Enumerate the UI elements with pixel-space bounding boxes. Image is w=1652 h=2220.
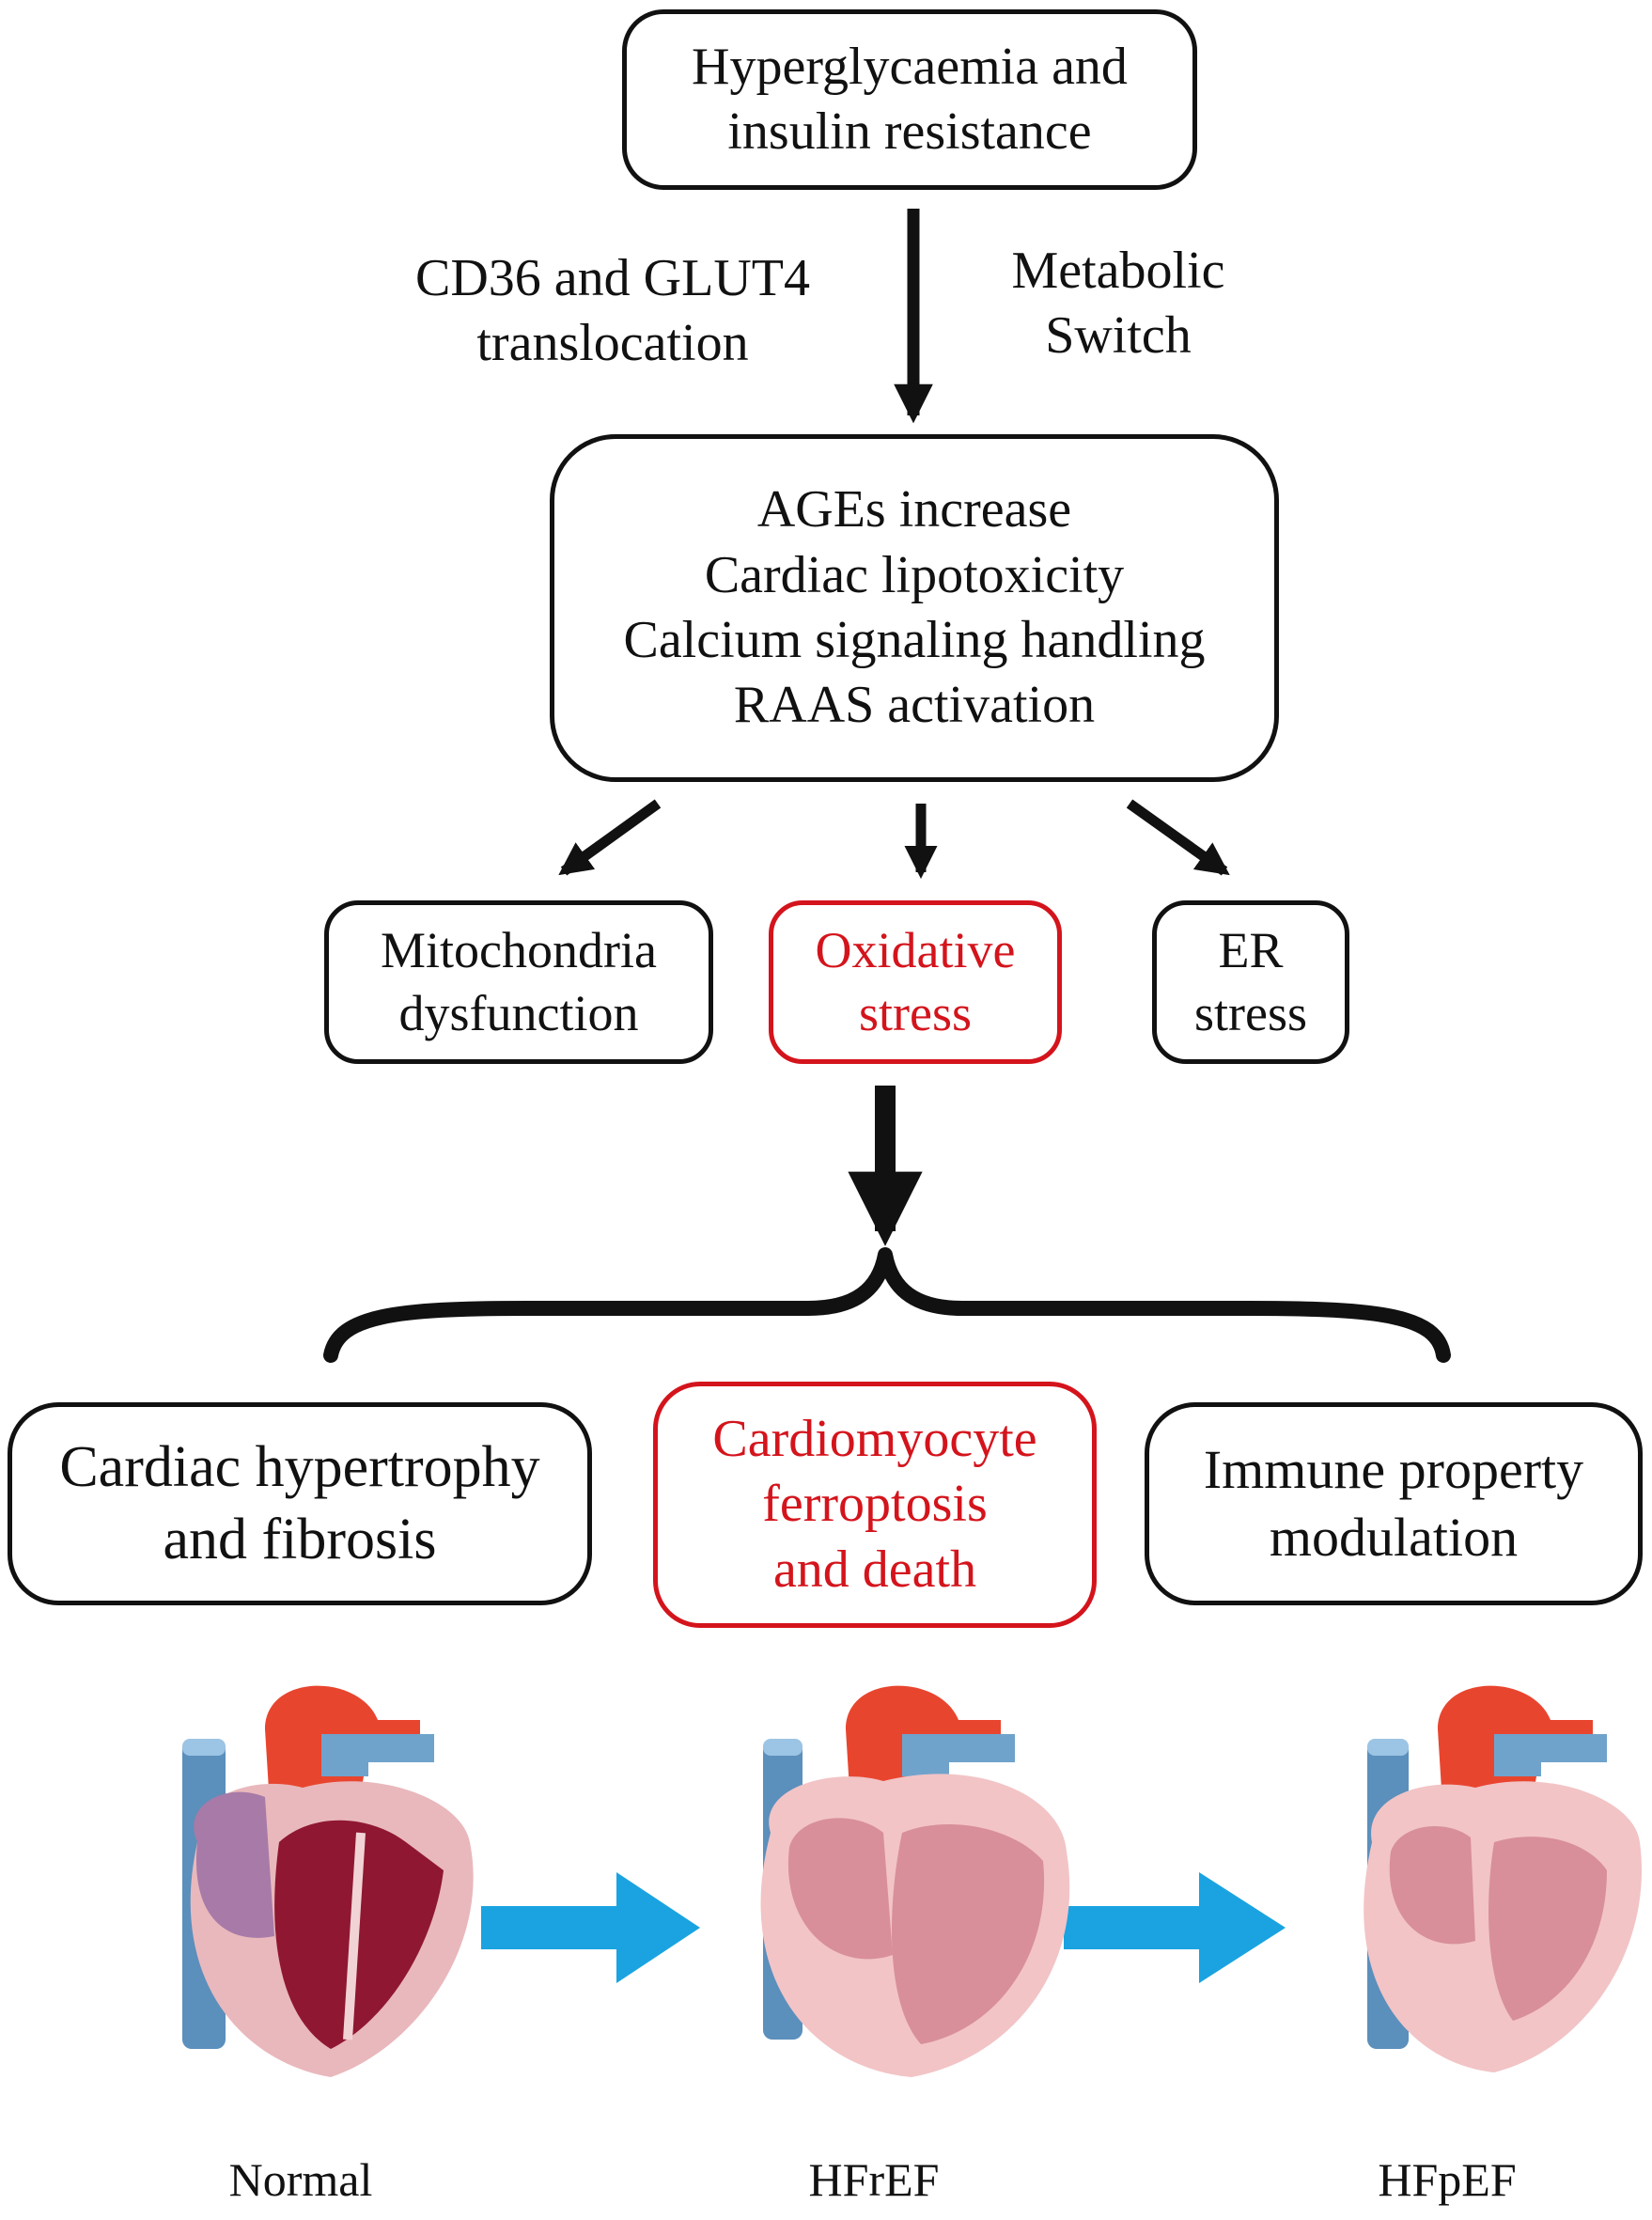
ferroptosis-line-3: and death — [772, 1540, 977, 1599]
right-label-line-1: Metabolic — [1011, 242, 1225, 300]
mechanisms-line-1: AGEs increase — [756, 480, 1072, 539]
er-stress-box: ER stress — [1152, 900, 1349, 1064]
mitochondria-box: Mitochondria dysfunction — [324, 900, 713, 1064]
heart-normal-icon — [182, 1685, 474, 2077]
left-label-line-1: CD36 and GLUT4 — [415, 249, 810, 307]
mechanisms-box: AGEs increase Cardiac lipotoxicity Calci… — [550, 434, 1279, 782]
top-box-line-1: Hyperglycaemia and — [692, 37, 1128, 96]
ferroptosis-line-2: ferroptosis — [762, 1475, 988, 1534]
right-label-line-2: Switch — [1045, 306, 1192, 366]
curly-brace — [323, 1247, 1451, 1363]
mitochondria-line-2: dysfunction — [398, 985, 639, 1041]
blue-arrow-hfref-to-hfpef — [1064, 1872, 1286, 1983]
immune-line-2: modulation — [1269, 1507, 1519, 1568]
hypertrophy-box: Cardiac hypertrophy and fibrosis — [8, 1402, 592, 1605]
immune-box: Immune property modulation — [1145, 1402, 1643, 1605]
immune-line-1: Immune property — [1203, 1439, 1584, 1501]
heart-hfref-icon — [760, 1685, 1070, 2077]
mechanisms-line-2: Cardiac lipotoxicity — [704, 545, 1125, 604]
top-box: Hyperglycaemia and insulin resistance — [622, 9, 1197, 190]
blue-arrow-normal-to-hfref — [481, 1872, 700, 1983]
arrow-to-er — [1126, 799, 1230, 876]
arrow-to-mitochondria — [558, 799, 662, 876]
mechanisms-line-3: Calcium signaling handling — [623, 611, 1206, 669]
hypertrophy-line-1: Cardiac hypertrophy — [59, 1435, 540, 1500]
caption-normal: Normal — [228, 2153, 373, 2206]
oxidative-stress-box: Oxidative stress — [769, 900, 1062, 1064]
top-box-line-2: insulin resistance — [727, 102, 1092, 161]
mechanisms-line-4: RAAS activation — [733, 676, 1096, 735]
caption-hfref: HFrEF — [808, 2153, 940, 2206]
left-label-line-2: translocation — [476, 314, 749, 373]
caption-hfpef: HFpEF — [1378, 2153, 1517, 2206]
ferroptosis-box: Cardiomyocyte ferroptosis and death — [653, 1382, 1097, 1628]
mitochondria-line-1: Mitochondria — [381, 922, 657, 979]
oxidative-line-1: Oxidative — [815, 922, 1016, 979]
oxidative-line-2: stress — [859, 985, 972, 1041]
right-label: Metabolic Switch — [977, 239, 1259, 369]
hypertrophy-line-2: and fibrosis — [163, 1508, 437, 1571]
ferroptosis-line-1: Cardiomyocyte — [712, 1409, 1037, 1468]
heart-hfpef-icon — [1364, 1685, 1643, 2072]
left-label: CD36 and GLUT4 translocation — [368, 246, 857, 377]
er-line-2: stress — [1194, 985, 1307, 1041]
er-line-1: ER — [1218, 922, 1284, 979]
